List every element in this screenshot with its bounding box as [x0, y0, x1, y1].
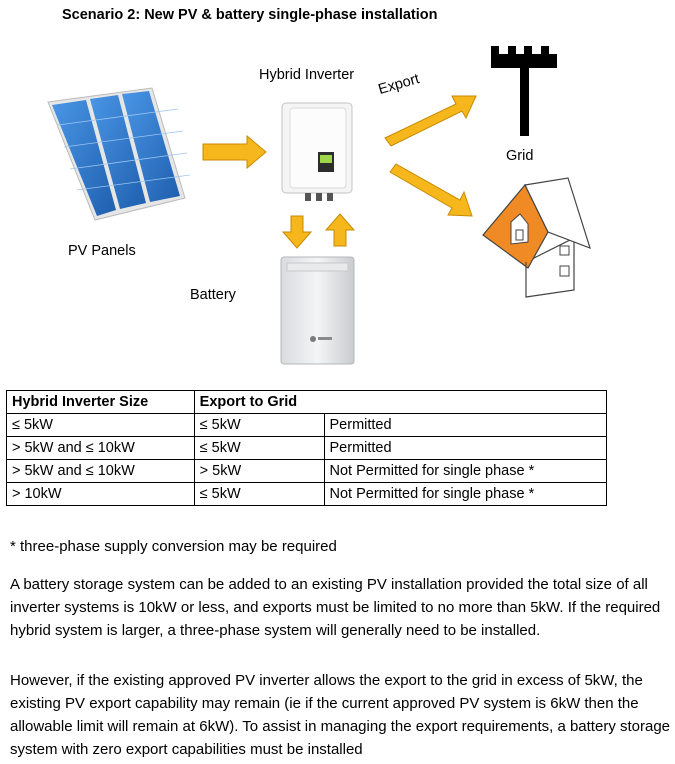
table-row: > 5kW and ≤ 10kW ≤ 5kW Permitted — [6, 436, 607, 460]
arrow-down-icon — [281, 215, 313, 249]
house-icon — [482, 177, 591, 298]
arrow-right-icon — [202, 134, 267, 170]
system-diagram — [47, 46, 591, 365]
table-cell: ≤ 5kW — [193, 482, 325, 506]
battery-icon — [280, 256, 355, 365]
grid-label: Grid — [506, 148, 534, 164]
table-cell: Not Permitted for single phase * — [323, 482, 607, 506]
export-limits-table: Hybrid Inverter Size Export to Grid ≤ 5k… — [6, 390, 607, 506]
table-header-row: Hybrid Inverter Size Export to Grid — [6, 390, 607, 414]
table-header-cell: Export to Grid — [193, 390, 324, 414]
table-cell: ≤ 5kW — [6, 413, 195, 437]
paragraph: A battery storage system can be added to… — [10, 576, 661, 639]
table-row: ≤ 5kW ≤ 5kW Permitted — [6, 413, 607, 437]
footnote: * three-phase supply conversion may be r… — [10, 538, 337, 555]
table-cell: Permitted — [323, 413, 607, 437]
arrow-to-house-icon — [389, 163, 473, 217]
arrow-up-icon — [324, 213, 356, 247]
table-cell: ≤ 5kW — [193, 436, 325, 460]
table-cell: ≤ 5kW — [193, 413, 325, 437]
battery-label: Battery — [190, 287, 236, 303]
grid-pole-icon — [491, 46, 557, 136]
solar-panel-icon — [47, 87, 191, 221]
table-cell: > 5kW and ≤ 10kW — [6, 436, 195, 460]
table-cell: > 5kW and ≤ 10kW — [6, 459, 195, 483]
table-cell: Not Permitted for single phase * — [323, 459, 607, 483]
pv-panels-label: PV Panels — [68, 243, 136, 259]
hybrid-inverter-label: Hybrid Inverter — [259, 67, 355, 83]
inverter-icon — [281, 102, 353, 201]
table-row: > 10kW ≤ 5kW Not Permitted for single ph… — [6, 482, 607, 506]
table-cell: > 10kW — [6, 482, 195, 506]
table-cell: > 5kW — [193, 459, 325, 483]
table-header-cell: Hybrid Inverter Size — [6, 390, 195, 414]
export-arrow-icon — [384, 95, 477, 147]
table-cell: Permitted — [323, 436, 607, 460]
table-header-cell — [324, 390, 607, 414]
scenario-title: Scenario 2: New PV & battery single-phas… — [62, 7, 438, 23]
table-row: > 5kW and ≤ 10kW > 5kW Not Permitted for… — [6, 459, 607, 483]
paragraph: However, if the existing approved PV inv… — [10, 672, 671, 758]
